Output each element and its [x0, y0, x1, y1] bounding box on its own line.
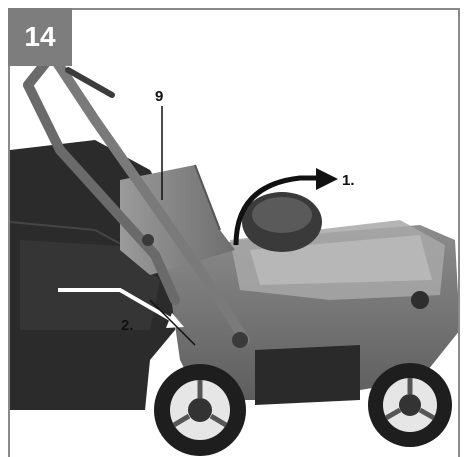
part-number-label: 9	[155, 88, 164, 105]
arrow-step-1	[233, 175, 318, 246]
step-2-label: 2.	[121, 317, 134, 334]
frame-left	[8, 8, 10, 457]
handle-clamp	[142, 234, 154, 246]
arrow-step-2	[58, 288, 173, 322]
grass-bag-mesh	[20, 240, 160, 330]
wheel-rear	[368, 363, 452, 447]
side-knob	[411, 291, 429, 309]
frame-right	[458, 8, 460, 457]
wheel-front	[154, 364, 246, 456]
front-plate	[255, 345, 360, 405]
frame-top	[8, 8, 460, 10]
step-1-label: 1.	[342, 172, 355, 189]
handle-right	[47, 50, 250, 345]
handle-knob	[232, 332, 248, 348]
step-number-badge: 14	[8, 8, 72, 66]
handle-left	[23, 80, 180, 305]
